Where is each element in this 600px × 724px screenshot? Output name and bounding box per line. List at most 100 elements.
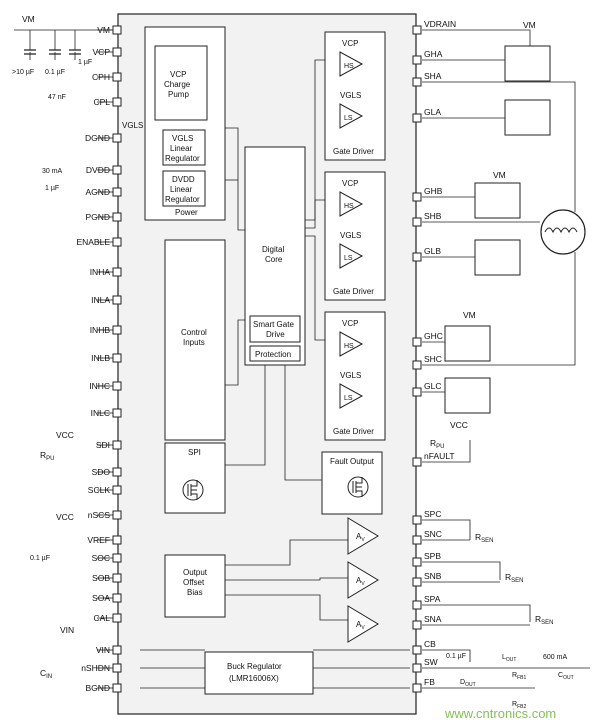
charge-pump-line3: Pump [168,90,189,99]
right-pin-label: SNA [424,614,442,624]
offset-line3: Bias [187,588,203,597]
rsen-b-label: RSEN [505,572,523,584]
dvdd-30ma-label: 30 mA [42,168,63,175]
sense-amp-label: AV [356,576,365,587]
gate-driver-block [324,31,386,161]
motor-icon [540,209,586,255]
right-pin-box [412,337,422,347]
right-pin-label: GLC [424,381,441,391]
smart-gate-drive-block [249,315,301,343]
right-pin-box [412,600,422,610]
vm-phaseb-label: VM [493,170,506,180]
charge-pump-block [154,45,208,121]
left-pin-label: VIN [96,645,110,655]
left-pin-label: SOC [92,553,110,563]
left-pin-label: DVDD [86,165,110,175]
hs-driver-icon [339,51,364,77]
digital-core-line2: Core [265,255,283,264]
left-pin-label: nSHDN [81,663,110,673]
left-pin-box [112,663,122,673]
right-pin-box [412,77,422,87]
right-pin-box [412,113,422,123]
gate-driver-label: Gate Driver [333,147,374,156]
left-pin-box [112,553,122,563]
offset-line1: Output [183,568,208,577]
right-pin-box [412,663,422,673]
vgls-reg-line2: Linear [170,144,193,153]
vgls-regulator-block [162,129,206,166]
control-inputs-line1: Control [181,328,207,337]
left-pin-label: INHB [90,325,111,335]
control-inputs-block [164,239,226,441]
cout-label: COUT [558,672,574,681]
gate-driver-label: Gate Driver [333,427,374,436]
left-pin-box [112,25,122,35]
right-pin-label: GLB [424,246,441,256]
hs-label: HS [344,63,354,70]
fet-glc-icon [444,377,491,414]
left-pin-label: ENABLE [76,237,110,247]
dvdd-reg-line2: Linear [170,185,193,194]
left-pin-box [112,485,122,495]
cin-label: CIN [40,668,52,680]
right-pin-label: SHB [424,211,442,221]
right-pin-label: SPB [424,551,441,561]
right-pin-label: GHB [424,186,443,196]
right-pin-label: GHA [424,49,443,59]
fet-gha-icon [504,45,551,82]
right-pin-box [412,217,422,227]
fet-ghc-icon [444,325,491,362]
left-pin-label: SDI [96,440,110,450]
smart-gate-line1: Smart Gate [253,320,294,329]
buck-line2: (LMR16006X) [229,674,279,683]
vm-phasec-label: VM [463,310,476,320]
output-offset-bias-block [164,554,226,618]
smart-gate-line2: Drive [266,330,285,339]
digital-core-line1: Digital [262,245,284,254]
fet-ghb-icon [474,182,521,219]
right-pin-label: nFAULT [424,451,455,461]
left-pin-list: VMVCPCPHCPLDGNDDVDDAGNDPGNDENABLEINHAINL… [76,25,122,693]
left-pin-label: CPH [92,72,110,82]
lout-label: LOUT [502,654,516,663]
power-label: Power [175,208,198,217]
rfb1-label: RFB1 [512,672,526,681]
vm-supply-label: VM [22,14,35,24]
vgls-reg-line1: VGLS [172,134,193,143]
left-pin-label: SOB [92,573,110,583]
dout-label: DOUT [460,679,476,688]
left-pin-box [112,510,122,520]
left-pin-box [112,613,122,623]
left-pin-label: INLB [91,353,110,363]
right-pin-label: SW [424,657,438,667]
hs-driver-icon [339,331,364,357]
hs-label: HS [344,343,354,350]
left-pin-box [112,645,122,655]
cap-01u-label: 0.1 µF [45,69,65,76]
ls-label: LS [344,255,353,262]
protection-block [249,345,301,362]
left-pin-box [112,187,122,197]
left-pin-box [112,408,122,418]
left-pin-label: CAL [93,613,110,623]
gate-driver-vgls-label: VGLS [340,91,361,100]
left-pin-box [112,47,122,57]
gate-driver-block [324,171,386,301]
gate-driver-vcp-label: VCP [342,179,358,188]
right-pin-label: FB [424,677,435,687]
left-pin-label: VCP [93,47,111,57]
spi-fet-symbol-icon [187,480,198,500]
rfb2-label: RFB2 [512,701,526,710]
charge-pump-line1: VCP [170,70,186,79]
vcc-label-sdi: VCC [56,430,74,440]
control-inputs-line2: Inputs [183,338,205,347]
left-pin-label: SCLK [88,485,111,495]
external-right-wiring [422,29,590,689]
left-pin-label: SOA [92,593,110,603]
hs-driver-icon [339,191,364,217]
right-pin-label: GHC [424,331,443,341]
gate-driver-vcp-label: VCP [342,319,358,328]
right-pin-box [412,577,422,587]
left-pin-box [112,381,122,391]
left-pin-label: INHC [89,381,110,391]
